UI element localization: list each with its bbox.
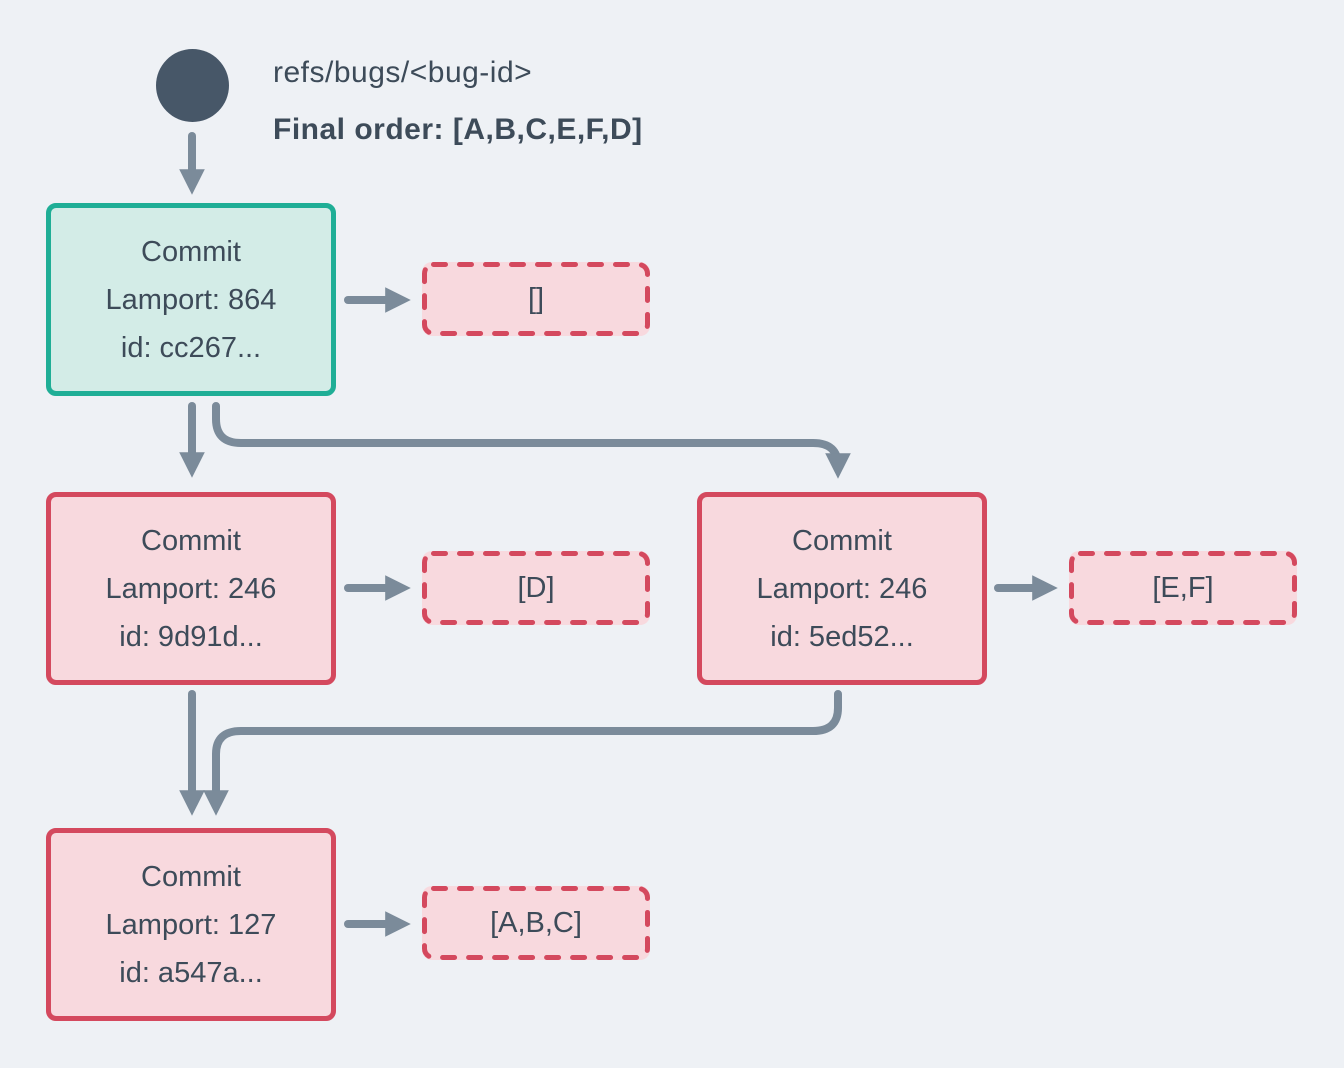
commit-id: id: cc267... <box>120 331 262 364</box>
commit-node-root: Commit Lamport: 864 id: cc267... <box>46 203 336 396</box>
final-order-label: Final order: [A,B,C,E,F,D] <box>273 113 643 146</box>
commit-id: id: a547a... <box>119 956 263 989</box>
ops-box-left: [D] <box>422 551 650 625</box>
commit-lamport: Lamport: 246 <box>105 572 277 605</box>
dashed-border <box>422 551 650 625</box>
ops-box-root: [] <box>422 262 650 336</box>
commit-title: Commit <box>792 524 892 557</box>
arrow-root-to-right <box>212 402 851 479</box>
commit-lamport: Lamport: 864 <box>105 283 277 316</box>
commit-lamport: Lamport: 246 <box>756 572 928 605</box>
ref-label: refs/bugs/<bug-id> <box>273 56 533 89</box>
ops-label: [E,F] <box>1152 571 1214 604</box>
ops-label: [A,B,C] <box>490 906 582 939</box>
commit-id: id: 9d91d... <box>119 620 263 653</box>
commit-title: Commit <box>141 524 241 557</box>
ops-box-right: [E,F] <box>1069 551 1297 625</box>
commit-id: id: 5ed52... <box>770 620 914 653</box>
ops-label: [D] <box>517 571 555 604</box>
commit-node-left: Commit Lamport: 246 id: 9d91d... <box>46 492 336 685</box>
dashed-border <box>422 886 650 960</box>
ops-label: [] <box>527 282 545 315</box>
ref-head-circle <box>156 49 229 122</box>
commit-lamport: Lamport: 127 <box>105 908 277 941</box>
dashed-border <box>422 262 650 336</box>
ops-box-bottom: [A,B,C] <box>422 886 650 960</box>
commit-node-bottom: Commit Lamport: 127 id: a547a... <box>46 828 336 1021</box>
commit-title: Commit <box>141 860 241 893</box>
dashed-border <box>1069 551 1297 625</box>
arrow-right-to-bottom <box>203 690 842 816</box>
commit-title: Commit <box>141 235 241 268</box>
commit-node-right: Commit Lamport: 246 id: 5ed52... <box>697 492 987 685</box>
